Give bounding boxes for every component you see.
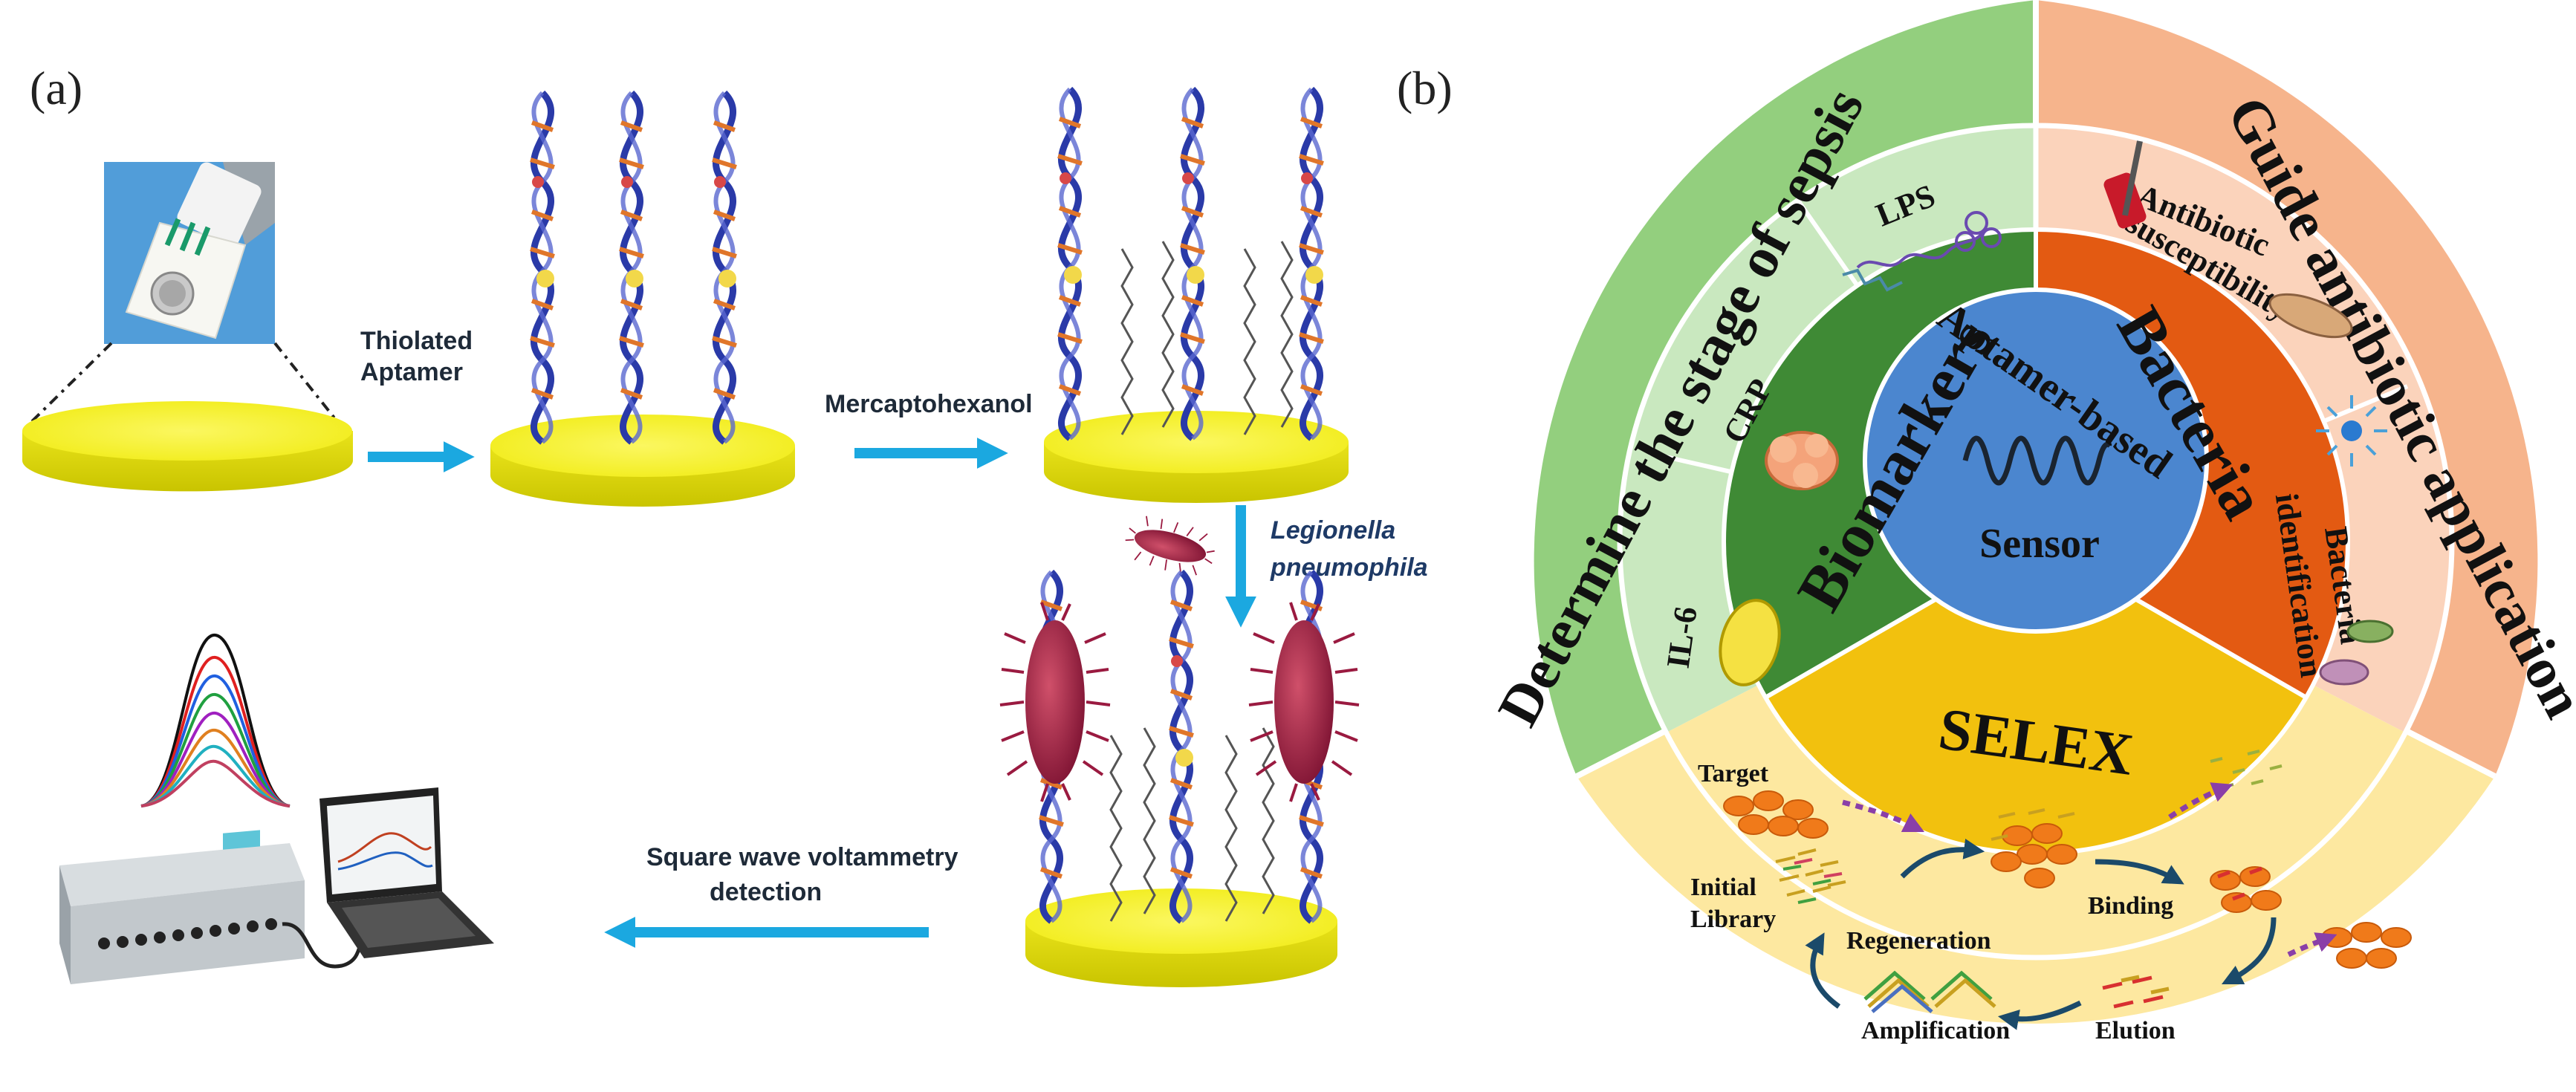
laptop-icon bbox=[319, 787, 494, 958]
mch-chain-icon bbox=[1280, 240, 1294, 429]
target-library-complex-icon bbox=[1991, 808, 2077, 888]
arrow3-label-line2: pneumophila bbox=[1270, 553, 1428, 582]
arrow4-label-line1: Square wave voltammetry bbox=[646, 843, 958, 871]
mch-chain-icon bbox=[1262, 727, 1275, 915]
unbound-targets-icon bbox=[2321, 922, 2412, 969]
panel-a: (a) Thiolated Aptamer bbox=[22, 62, 1428, 987]
core-label-line2: Sensor bbox=[1979, 521, 2100, 567]
binding-complex-icon bbox=[2210, 866, 2282, 913]
bacterium-icon bbox=[999, 601, 1112, 803]
mch-chain-icon bbox=[1143, 727, 1156, 915]
antibiotic-tube-icon bbox=[2103, 140, 2147, 229]
zoom-line-left bbox=[25, 342, 113, 429]
eluted-strands-icon bbox=[2102, 975, 2170, 1009]
library-strands-icon bbox=[1775, 848, 1846, 904]
discard-arrow bbox=[2168, 782, 2233, 819]
mch-chain-icon bbox=[1243, 247, 1256, 436]
arrow1-label-line2: Aptamer bbox=[360, 358, 463, 386]
aptamer-helix-icon bbox=[713, 93, 736, 442]
lps-molecule-icon bbox=[1842, 211, 2002, 292]
mch-chain-icon bbox=[1120, 247, 1134, 436]
potentiostat-icon bbox=[59, 830, 387, 984]
bacterium-rod-icon bbox=[2268, 293, 2353, 339]
aptamer-helix-icon bbox=[1962, 435, 2112, 486]
selex-initial-label-line1: Initial bbox=[1690, 874, 1756, 901]
gold-disk-aptamers bbox=[490, 93, 795, 507]
crp-protein-icon bbox=[1765, 431, 1839, 490]
zoom-line-right bbox=[273, 342, 343, 429]
voltammogram-peaks-icon bbox=[140, 633, 291, 807]
selex-target-label: Target bbox=[1698, 760, 1769, 787]
arrow2-label: Mercaptohexanol bbox=[825, 390, 1033, 418]
mch-chain-icon bbox=[1161, 240, 1175, 429]
il6-protein-icon bbox=[1719, 599, 1781, 686]
selex-process: Target Initial Library Regeneration Bind… bbox=[1690, 750, 2412, 1044]
arrow3-label-line1: Legionella bbox=[1271, 516, 1395, 545]
panel-b-label: (b) bbox=[1397, 62, 1453, 114]
selex-elution-label: Elution bbox=[2095, 1017, 2176, 1044]
aptamer-helix-icon bbox=[1300, 89, 1323, 438]
gold-disk-aptamers-mch bbox=[1044, 89, 1349, 503]
selex-regeneration-label: Regeneration bbox=[1846, 927, 1991, 955]
panel-a-label: (a) bbox=[30, 62, 82, 114]
panel-b: (b) bbox=[1397, 0, 2576, 1044]
arrow1-label-line1: Thiolated bbox=[360, 327, 473, 355]
aptamer-helix-icon bbox=[531, 93, 554, 442]
bacterium-icon bbox=[1248, 601, 1360, 803]
selex-cycle-arrows bbox=[1805, 839, 2277, 1030]
target-arrow bbox=[1842, 799, 1925, 833]
selex-binding-label: Binding bbox=[2088, 892, 2173, 920]
gold-disk-bacteria-bound bbox=[999, 572, 1360, 987]
discard-targets-arrow bbox=[2287, 932, 2337, 958]
aptamer-helix-icon bbox=[1058, 89, 1082, 438]
selex-initial-label-line2: Library bbox=[1690, 906, 1776, 933]
sector-il6-label: IL-6 bbox=[1660, 604, 1704, 670]
amplified-strands-icon bbox=[1863, 970, 1996, 1013]
aptamer-helix-icon bbox=[620, 93, 643, 442]
aptamer-helix-icon bbox=[1181, 89, 1204, 438]
gold-disk-bare bbox=[22, 401, 353, 492]
electrode-photo bbox=[104, 162, 275, 344]
aptamer-helix-icon bbox=[1169, 572, 1193, 921]
bacterium-icon bbox=[1120, 510, 1221, 582]
core-aptamer-sensor: Aptamer-based Sensor bbox=[1863, 287, 2209, 634]
bacteria-identification-icons bbox=[2316, 395, 2394, 686]
selex-amplification-label: Amplification bbox=[1861, 1017, 2010, 1044]
arrow4-label-line2: detection bbox=[710, 878, 822, 906]
